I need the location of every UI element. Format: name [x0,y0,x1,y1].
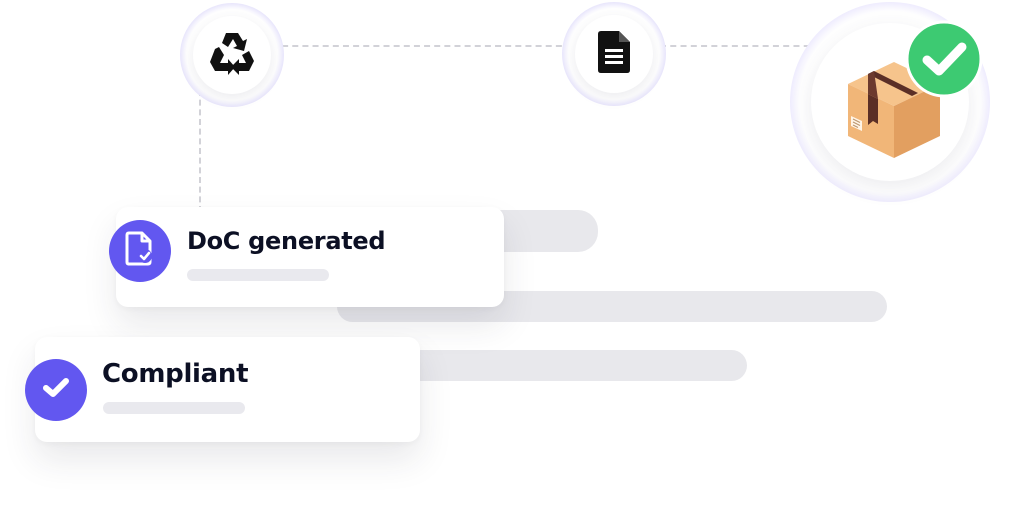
doc-badge [109,220,171,282]
compliant-card-title: Compliant [102,359,249,389]
document-node [562,2,666,106]
document-icon [598,30,630,78]
connector-recycle-document [272,45,572,47]
compliant-card: Compliant [25,337,420,442]
recycle-icon [209,31,255,80]
document-check-icon [125,231,155,272]
connector-document-package [660,45,820,47]
compliant-card-placeholder-bar [103,402,245,414]
background-pill-3 [380,350,747,381]
package-node [790,2,990,202]
doc-card-title: DoC generated [187,227,386,255]
recycle-node [180,3,284,107]
check-icon [41,376,71,405]
doc-card-placeholder-bar [187,269,329,281]
package-box-icon [842,54,946,167]
check-circle-icon [905,20,983,103]
compliant-badge [25,359,87,421]
connector-recycle-card [199,90,201,212]
doc-generated-card: DoC generated [109,207,504,307]
